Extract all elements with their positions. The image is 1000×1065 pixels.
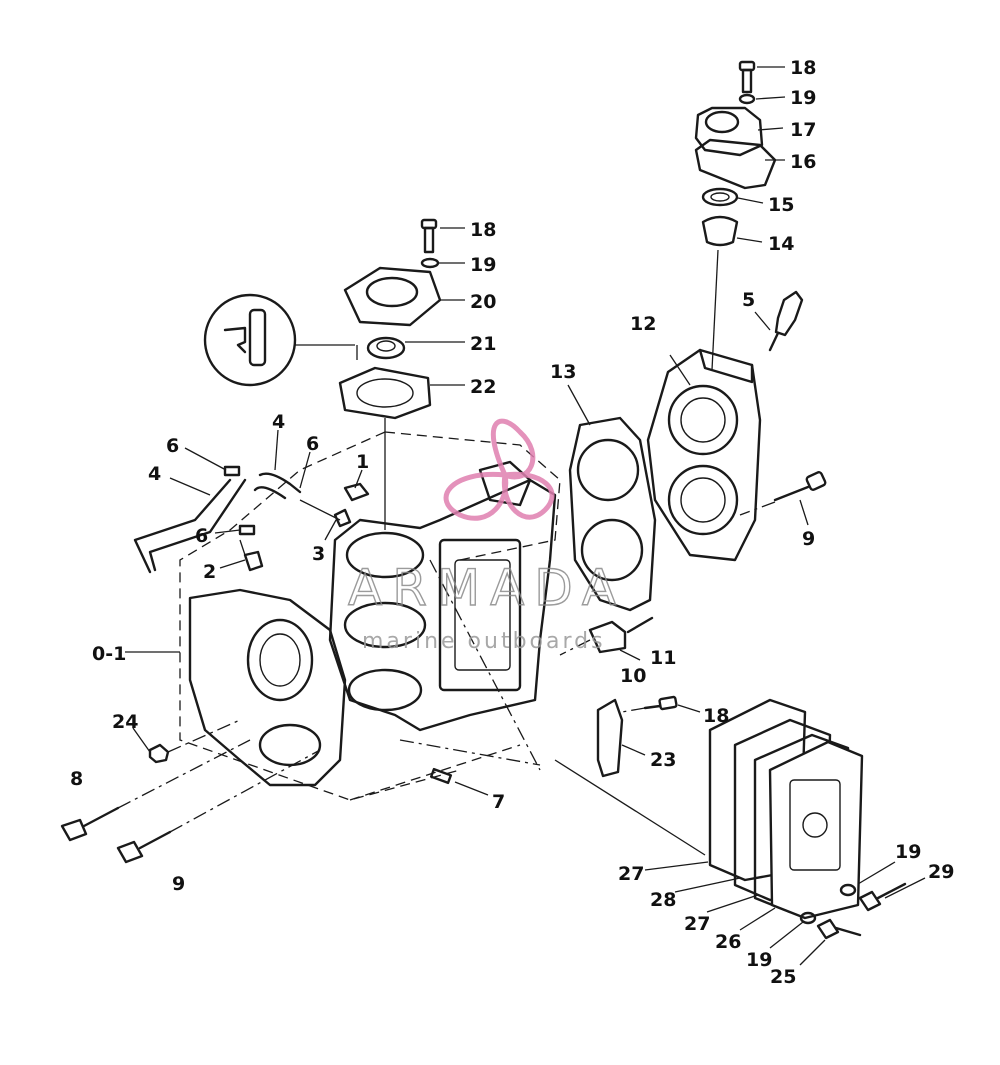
bolt-shank-18a xyxy=(741,68,753,94)
washer-19a xyxy=(738,93,756,105)
callout-18-lower: 18 xyxy=(703,705,729,727)
head-gasket-13 xyxy=(567,384,657,612)
callout-8: 8 xyxy=(70,768,83,790)
callout-19-top: 19 xyxy=(790,87,816,109)
thermostat-14 xyxy=(701,215,739,247)
callout-19-right: 19 xyxy=(895,841,921,863)
callout-19-lower: 19 xyxy=(746,949,772,971)
callout-18-top: 18 xyxy=(790,57,816,79)
callout-4-left: 4 xyxy=(148,463,161,485)
callout-1: 1 xyxy=(356,451,369,473)
inset-detail-circle xyxy=(203,293,355,387)
crankcase-half-0-1 xyxy=(125,588,347,787)
watermark-tagline: marine outboards xyxy=(362,629,606,654)
callout-27-lower: 27 xyxy=(684,913,710,935)
watermark: ARMADA marine outboards xyxy=(347,418,626,654)
callout-10: 10 xyxy=(620,665,646,687)
callout-18-centre: 18 xyxy=(470,219,496,241)
gasket-22 xyxy=(338,366,432,420)
callout-11: 11 xyxy=(650,647,676,669)
callout-4-top: 4 xyxy=(272,411,285,433)
cylinder-head-12 xyxy=(646,348,762,562)
callout-17: 17 xyxy=(790,119,816,141)
callout-20: 20 xyxy=(470,291,496,313)
callout-7: 7 xyxy=(492,791,505,813)
watermark-flower-icon xyxy=(490,418,536,480)
callout-19-centre: 19 xyxy=(470,254,496,276)
thermostat-cover-group xyxy=(694,60,777,371)
bolt-9-right xyxy=(739,471,827,516)
callout-16: 16 xyxy=(790,151,816,173)
callout-12: 12 xyxy=(630,313,656,335)
callout-2: 2 xyxy=(203,561,216,583)
top-cover-group xyxy=(338,218,442,530)
callout-26: 26 xyxy=(715,931,741,953)
thermostat-cover-17 xyxy=(694,106,764,157)
seal-15 xyxy=(701,187,739,207)
assembly-outline xyxy=(179,431,561,801)
cover-bolts xyxy=(799,882,907,940)
callout-21: 21 xyxy=(470,333,496,355)
callout-6-lower: 6 xyxy=(195,525,208,547)
callout-6-upper: 6 xyxy=(166,435,179,457)
callout-15: 15 xyxy=(768,194,794,216)
hoses xyxy=(133,465,341,574)
callout-3: 3 xyxy=(312,543,325,565)
left-fasteners xyxy=(60,719,453,864)
callout-29: 29 xyxy=(928,861,954,883)
callout-28: 28 xyxy=(650,889,676,911)
plate-23 xyxy=(596,695,678,778)
callout-27-upper: 27 xyxy=(618,863,644,885)
callout-9-left: 9 xyxy=(172,873,185,895)
callout-22: 22 xyxy=(470,376,496,398)
fittings xyxy=(239,482,370,572)
gasket-16 xyxy=(694,138,777,190)
spark-plug-5 xyxy=(768,290,804,352)
callout-13: 13 xyxy=(550,361,576,383)
callout-6-right: 6 xyxy=(306,433,319,455)
cover-boss xyxy=(704,110,740,134)
callout-23: 23 xyxy=(650,749,676,771)
sensor-10-11 xyxy=(559,616,654,656)
cylinder-block xyxy=(328,460,557,732)
callout-24: 24 xyxy=(112,711,138,733)
callout-leaders xyxy=(132,66,926,966)
cover-26 xyxy=(768,740,864,920)
callout-25: 25 xyxy=(770,966,796,988)
callout-9-right: 9 xyxy=(802,528,815,550)
callout-labels: 18 19 17 16 15 14 5 12 13 9 18 19 20 21 … xyxy=(70,57,954,988)
bearing-21 xyxy=(366,336,406,360)
callout-5: 5 xyxy=(742,289,755,311)
exhaust-cover-stack xyxy=(554,698,864,920)
callout-14: 14 xyxy=(768,233,794,255)
watermark-brand: ARMADA xyxy=(348,559,626,617)
callout-0-1: 0-1 xyxy=(92,643,126,665)
